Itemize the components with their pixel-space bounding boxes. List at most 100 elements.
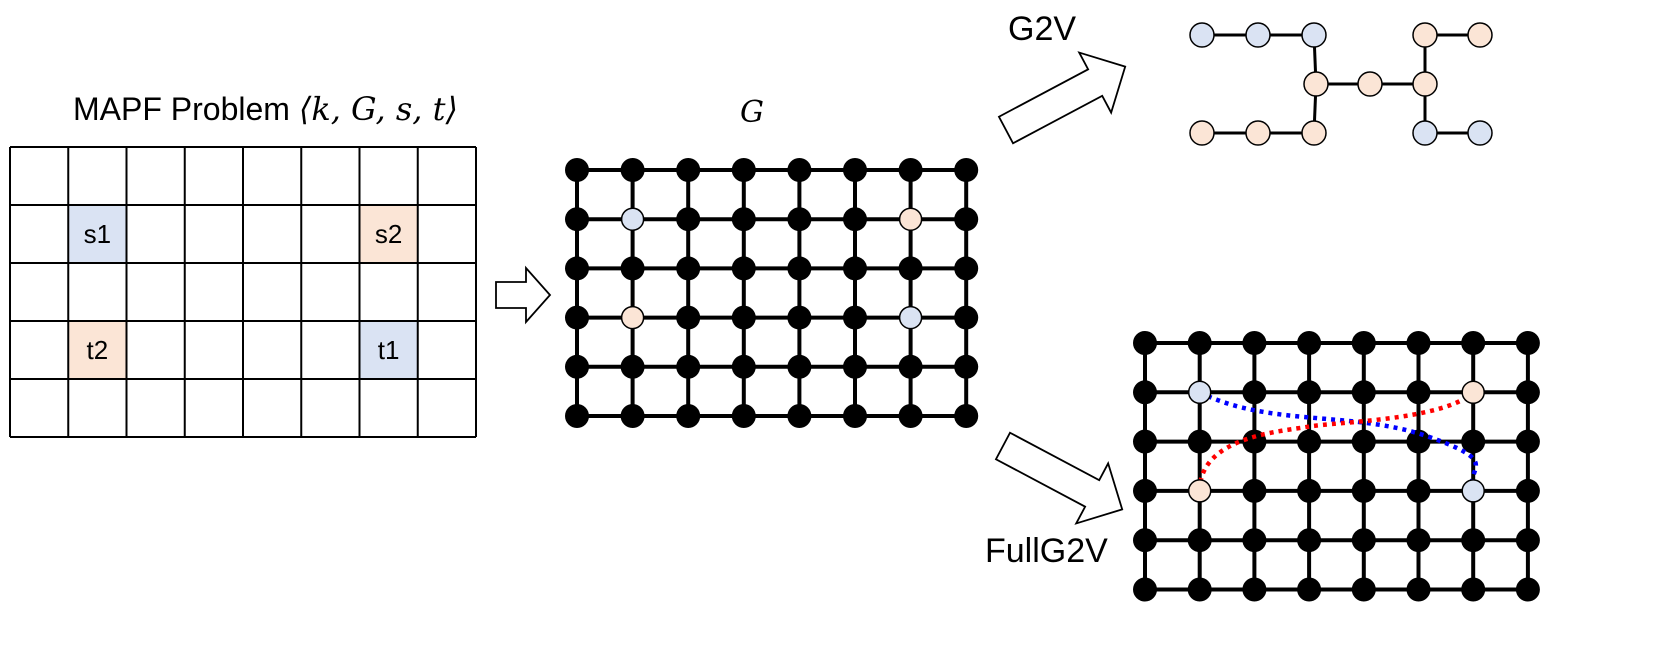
g2v-node-blue (1245, 22, 1271, 48)
down-right-arrow-icon (994, 431, 1124, 525)
agent1-path (1198, 390, 1479, 492)
graph-node (1351, 331, 1376, 355)
graph-node (1297, 528, 1322, 553)
graph-node-orange (1187, 479, 1212, 503)
graph-node (731, 404, 756, 428)
grid-cell-label-s2: s2 (375, 219, 402, 249)
graph-node (1515, 331, 1540, 355)
g2v-node-orange (1467, 22, 1493, 48)
graph-node (843, 404, 867, 428)
graph-node (898, 354, 923, 379)
graph-node (843, 158, 867, 182)
arrow-shape (994, 431, 1124, 525)
graph-node (731, 256, 756, 281)
graph-node (898, 404, 923, 428)
graph-node (1515, 478, 1540, 503)
fullg2v-graph (1133, 331, 1540, 602)
graph-node (1351, 528, 1376, 553)
graph-node (1242, 380, 1267, 405)
problem-title: MAPF Problem ⟨k, G, s, t⟩ (73, 90, 458, 128)
graph-node (843, 256, 867, 281)
graph-node (565, 404, 589, 428)
graph-node (954, 158, 979, 182)
graph-node (1406, 331, 1431, 355)
grid-cell-label-t1: t1 (378, 335, 400, 365)
graph-node (620, 158, 645, 182)
graph-node (1133, 331, 1157, 355)
graph-node (1297, 380, 1322, 405)
graph-node (1351, 380, 1376, 405)
graph-node (731, 354, 756, 379)
graph-node-blue (1461, 479, 1485, 503)
graph-node (565, 256, 589, 281)
graph-node (1297, 331, 1322, 355)
graph-node (1461, 577, 1486, 602)
graph-node (843, 305, 867, 330)
graph-node (1187, 331, 1212, 355)
g2v-node-orange (1301, 120, 1327, 146)
graph-node-orange (1461, 380, 1485, 405)
graph-node (1133, 380, 1157, 405)
g2v-node-orange (1412, 71, 1438, 97)
g2v-node-orange (1412, 22, 1438, 48)
graph-node (954, 354, 979, 379)
graph-node-orange (620, 305, 645, 330)
graph-node (676, 158, 701, 182)
graph-node (1515, 429, 1540, 454)
graph-node (843, 207, 867, 232)
graph-node (676, 305, 701, 330)
graph-node (1461, 331, 1486, 355)
g2v-label: G2V (1008, 10, 1076, 48)
grid-cell-fill-t2 (68, 321, 127, 379)
graph-node (565, 207, 589, 232)
graph-node (676, 256, 701, 281)
graph-node (1187, 577, 1212, 602)
graph-node (898, 158, 923, 182)
arrow-shape (997, 51, 1127, 145)
problem-grid: s1 s2 t2 t1 (9, 146, 477, 438)
g2v-node-blue (1189, 22, 1215, 48)
graph-node (620, 404, 645, 428)
graph-node (1133, 429, 1157, 454)
graph-node-blue (1187, 380, 1212, 405)
graph-node (1297, 577, 1322, 602)
graph-node (954, 305, 979, 330)
graph-node (1297, 429, 1322, 454)
graph-node-blue (898, 305, 923, 330)
graph-node (1351, 429, 1376, 454)
graph-node (1242, 478, 1267, 503)
grid-cell-fill-s1 (68, 205, 127, 263)
graph-node (787, 207, 812, 232)
graph-node (565, 354, 589, 379)
agent2-path (1197, 390, 1475, 492)
arrow-shape (495, 265, 552, 325)
grid-cell-fill-s2 (359, 205, 418, 263)
grid-cell-label-t2: t2 (87, 335, 109, 365)
graph-node-orange (898, 207, 923, 231)
up-right-arrow-icon (997, 51, 1127, 145)
graph-node (1242, 528, 1267, 553)
grid-cell-fill-t1 (359, 321, 418, 379)
graph-node (898, 256, 923, 281)
graph-node (1406, 577, 1431, 602)
grid-cell-label-s1: s1 (84, 219, 111, 249)
graph-node (1406, 528, 1431, 553)
graph-node (1351, 577, 1376, 602)
graph-node (954, 207, 979, 232)
graph-node (1461, 429, 1486, 454)
graph-node (787, 404, 812, 428)
graph-node (1133, 478, 1157, 503)
graph-node (676, 354, 701, 379)
graph-node (787, 305, 812, 330)
graph-node (731, 305, 756, 330)
graph-node (1515, 528, 1540, 553)
g2v-graph (1189, 22, 1493, 146)
graph-node (787, 256, 812, 281)
graph-node (676, 404, 701, 428)
graph-node (1242, 577, 1267, 602)
graph-node (1187, 528, 1212, 553)
graph-node (787, 354, 812, 379)
graph-node (731, 207, 756, 232)
graph-node (1297, 478, 1322, 503)
graph-node (1133, 577, 1157, 602)
